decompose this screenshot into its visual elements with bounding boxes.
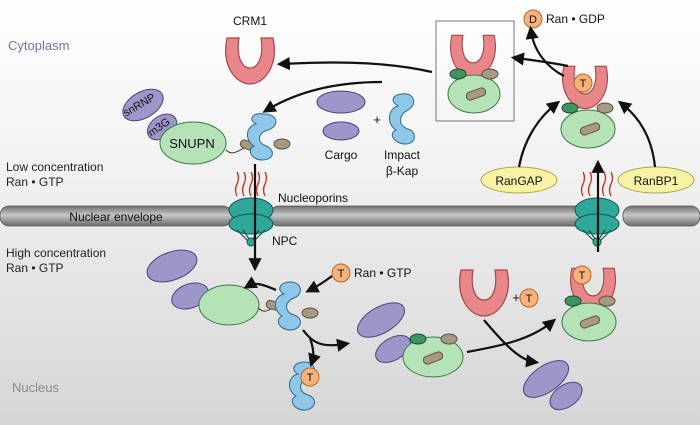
snupn-import-complex <box>122 88 291 165</box>
beta-kap-label: β-Kap <box>386 164 419 178</box>
nuclear-envelope <box>0 205 700 227</box>
high-concentration-label: High concentration <box>6 246 106 260</box>
ran-gtp-t-label-released: T <box>307 372 314 384</box>
ran-gdp-d-label: D <box>529 14 537 26</box>
ran-gtp-token-cyto <box>573 73 593 93</box>
pathway-arrows <box>243 25 657 368</box>
cargo-protein <box>316 90 366 141</box>
ran-gtp-token-export <box>572 265 592 285</box>
export-complex-boxed <box>447 34 501 114</box>
rangap-badge: RanGAP <box>480 166 558 194</box>
impact-beta-kap <box>389 93 415 145</box>
low-concentration-label: Low concentration <box>6 160 103 174</box>
plus-sign-cytoplasm: + <box>373 112 381 127</box>
ran-gtp-t-label-crm1: T <box>526 293 533 305</box>
released-cargo <box>522 360 583 411</box>
impact-label: Impact <box>384 148 421 162</box>
arrow-dissociation <box>243 276 277 292</box>
import-complex-nuclear <box>146 249 319 331</box>
arrow-to-snupn-complex <box>262 80 383 113</box>
nucleoporins-label: Nucleoporins <box>278 191 348 205</box>
ran-gtp-t-label-nuclear: T <box>338 268 345 280</box>
snupn-label: SNUPN <box>169 136 215 151</box>
export-complex-ran-gtp <box>560 65 616 149</box>
npc-label: NPC <box>272 234 298 248</box>
arrow-to-ran-gdp <box>525 25 565 77</box>
export-complex-nuclear <box>561 267 617 342</box>
arrow-ran-gtp-binding <box>305 275 333 293</box>
arrow-ranbp1 <box>617 100 657 168</box>
arrow-to-boxed-complex <box>510 52 569 68</box>
ran-gtp-t-label-export: T <box>579 270 586 282</box>
arrow-to-cargo-complex <box>302 329 351 352</box>
cargo-label: Cargo <box>325 148 358 162</box>
arrow-cargo-release <box>483 319 540 368</box>
ran-gtp-token-nuclear <box>331 263 351 283</box>
rangap-label: RanGAP <box>495 174 542 188</box>
snupn-cargo-complex <box>357 302 464 378</box>
ranbp1-label: RanBP1 <box>634 174 679 188</box>
arrow-rangap <box>517 100 561 168</box>
ran-gtp-t-label-cyto: T <box>580 78 587 90</box>
nuclear-envelope-label: Nuclear envelope <box>69 210 163 224</box>
ranbp1-badge: RanBP1 <box>617 166 695 194</box>
arrow-importin-release <box>308 337 321 368</box>
nucleus-label: Nucleus <box>12 380 59 395</box>
arrow-to-export-complex <box>466 318 557 354</box>
high-concentration-ran-gtp-label: Ran • GTP <box>6 261 64 275</box>
plus-sign-nucleus: + <box>512 290 520 305</box>
low-concentration-ran-gtp-label: Ran • GTP <box>6 175 64 189</box>
ran-gtp-token-released <box>300 367 320 387</box>
nuclear-pore-complex-left <box>228 171 274 247</box>
cytoplasm-label: Cytoplasm <box>8 38 69 53</box>
ran-gdp-label: Ran • GDP <box>546 12 605 26</box>
crm1-label: CRM1 <box>233 14 267 28</box>
arrow-to-crm1 <box>276 56 433 74</box>
ran-gtp-label: Ran • GTP <box>354 266 412 280</box>
export-complex-frame <box>435 20 515 122</box>
ran-gtp-token-crm1 <box>519 288 539 308</box>
